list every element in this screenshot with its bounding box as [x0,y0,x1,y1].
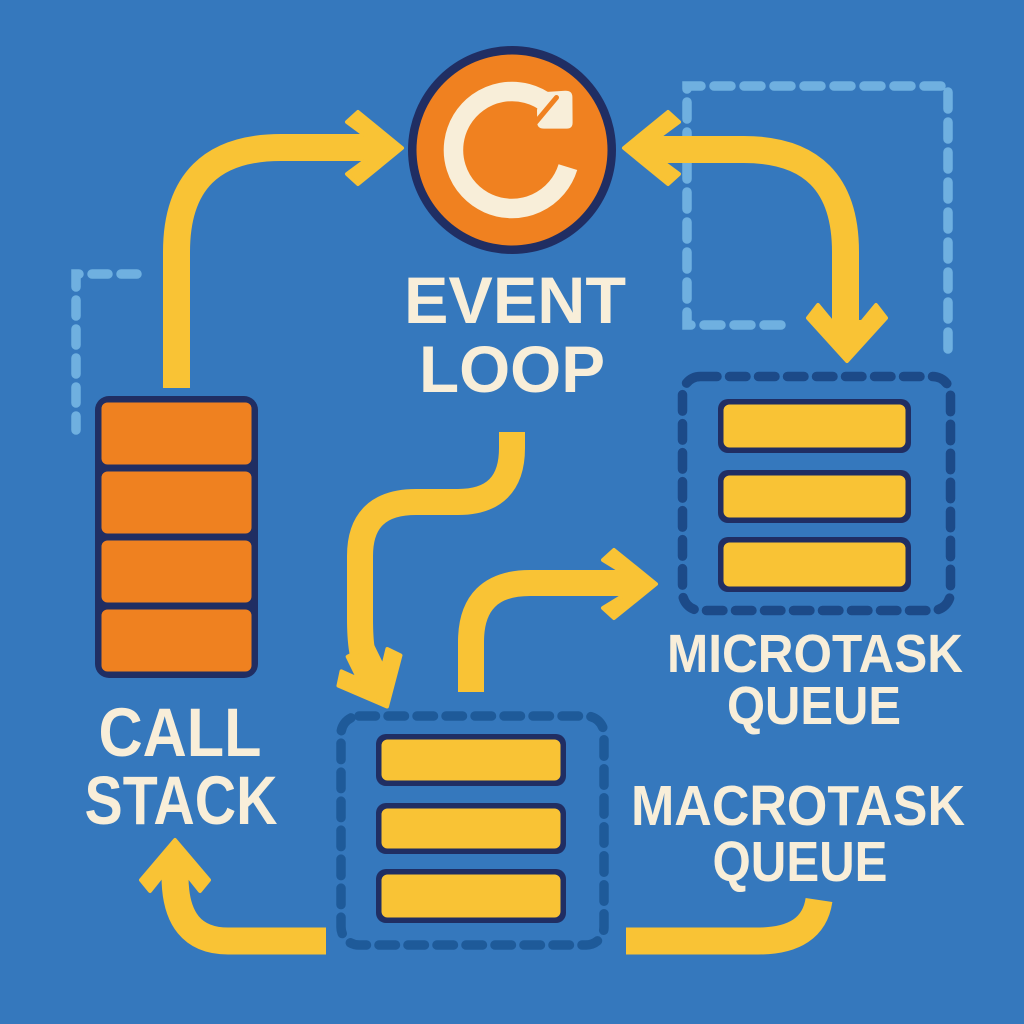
svg-text:LOOP: LOOP [419,332,605,406]
svg-text:CALL: CALL [99,694,262,771]
svg-text:EVENT: EVENT [404,263,626,337]
svg-text:STACK: STACK [85,762,278,839]
svg-text:MACROTASK: MACROTASK [631,774,965,838]
svg-text:QUEUE: QUEUE [713,830,888,894]
svg-text:MICROTASK: MICROTASK [667,624,963,684]
svg-text:QUEUE: QUEUE [727,676,901,736]
